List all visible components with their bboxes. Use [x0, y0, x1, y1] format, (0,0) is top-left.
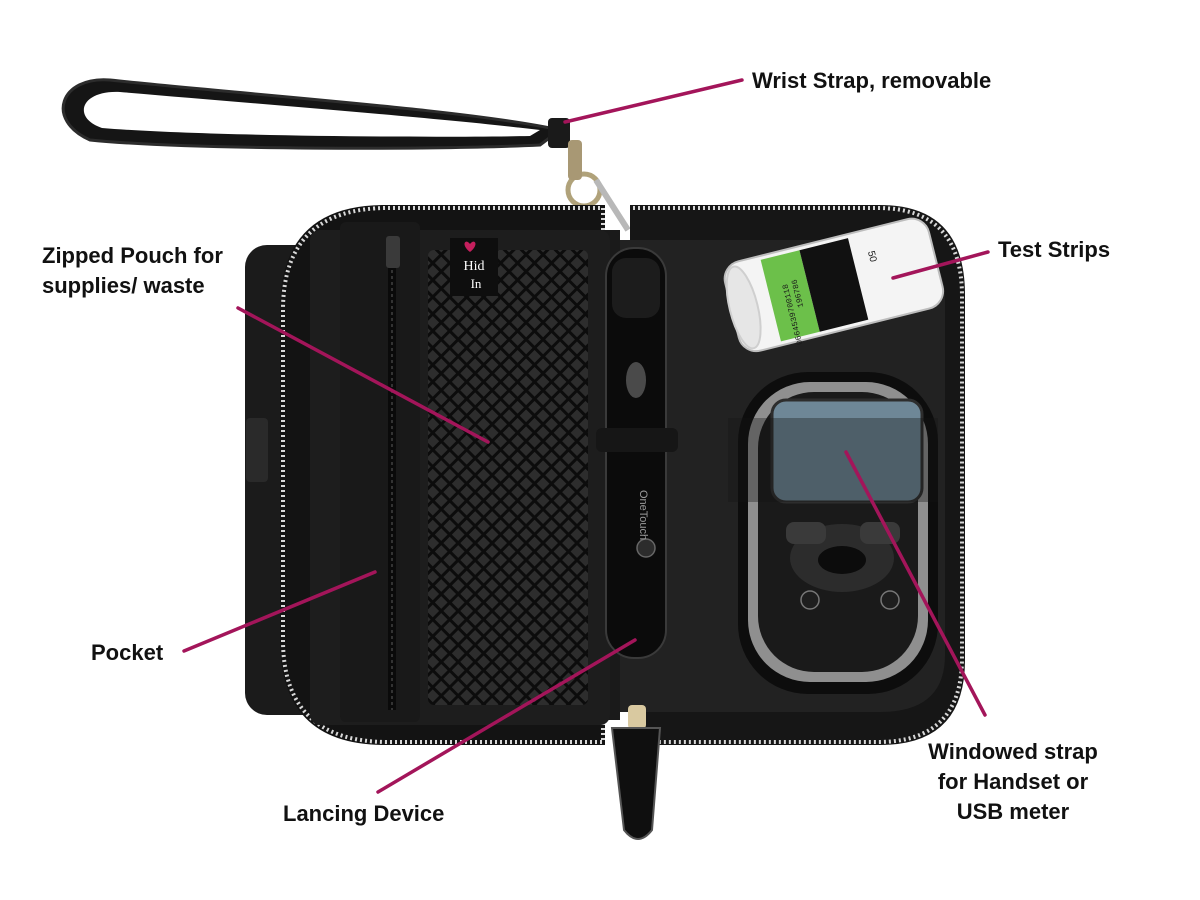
- label-test-strips: Test Strips: [998, 235, 1110, 265]
- label-wrist-strap-text: Wrist Strap, removable: [752, 68, 992, 93]
- test-strip-vial: 0664539700118 196786 50: [723, 217, 945, 353]
- label-lancing-device: Lancing Device: [283, 799, 444, 829]
- label-zipped-pouch-line2: supplies/ waste: [42, 273, 205, 298]
- mesh-pocket: [428, 250, 588, 705]
- leader-windowed-strap: [844, 450, 987, 717]
- label-pocket: Pocket: [91, 638, 163, 668]
- label-lancing-device-text: Lancing Device: [283, 801, 445, 826]
- leader-lancing-device: [376, 638, 637, 794]
- label-zipped-pouch-line1: Zipped Pouch for: [42, 243, 223, 268]
- lancet-brand-text: OneTouch: [637, 490, 649, 540]
- brand-tag-line2: In: [471, 276, 482, 291]
- brand-tag-line1: Hid: [464, 259, 485, 274]
- lancing-device: OneTouch: [596, 247, 678, 659]
- label-pocket-text: Pocket: [91, 640, 164, 665]
- leader-lines: [182, 78, 990, 794]
- label-wrist-strap: Wrist Strap, removable: [752, 66, 991, 96]
- glucose-meter: [728, 372, 938, 694]
- label-test-strips-text: Test Strips: [998, 237, 1111, 262]
- leader-wrist-strap: [563, 78, 744, 124]
- label-windowed-strap-line2: for Handset or: [937, 769, 1089, 794]
- label-windowed-strap: Windowed strap for Handset or USB meter: [908, 737, 1118, 827]
- zipper-pull: [610, 705, 662, 840]
- label-windowed-strap-line1: Windowed strap: [928, 739, 1098, 764]
- brand-tag: Hid In: [450, 238, 498, 296]
- leader-zipped-pouch: [236, 306, 490, 444]
- label-windowed-strap-line3: USB meter: [956, 799, 1070, 824]
- leader-test-strips: [891, 250, 990, 280]
- leader-pocket: [182, 570, 377, 653]
- wrist-strap: [61, 78, 631, 232]
- strip-vial-count: 50: [865, 250, 878, 264]
- label-zipped-pouch: Zipped Pouch for supplies/ waste: [42, 241, 223, 301]
